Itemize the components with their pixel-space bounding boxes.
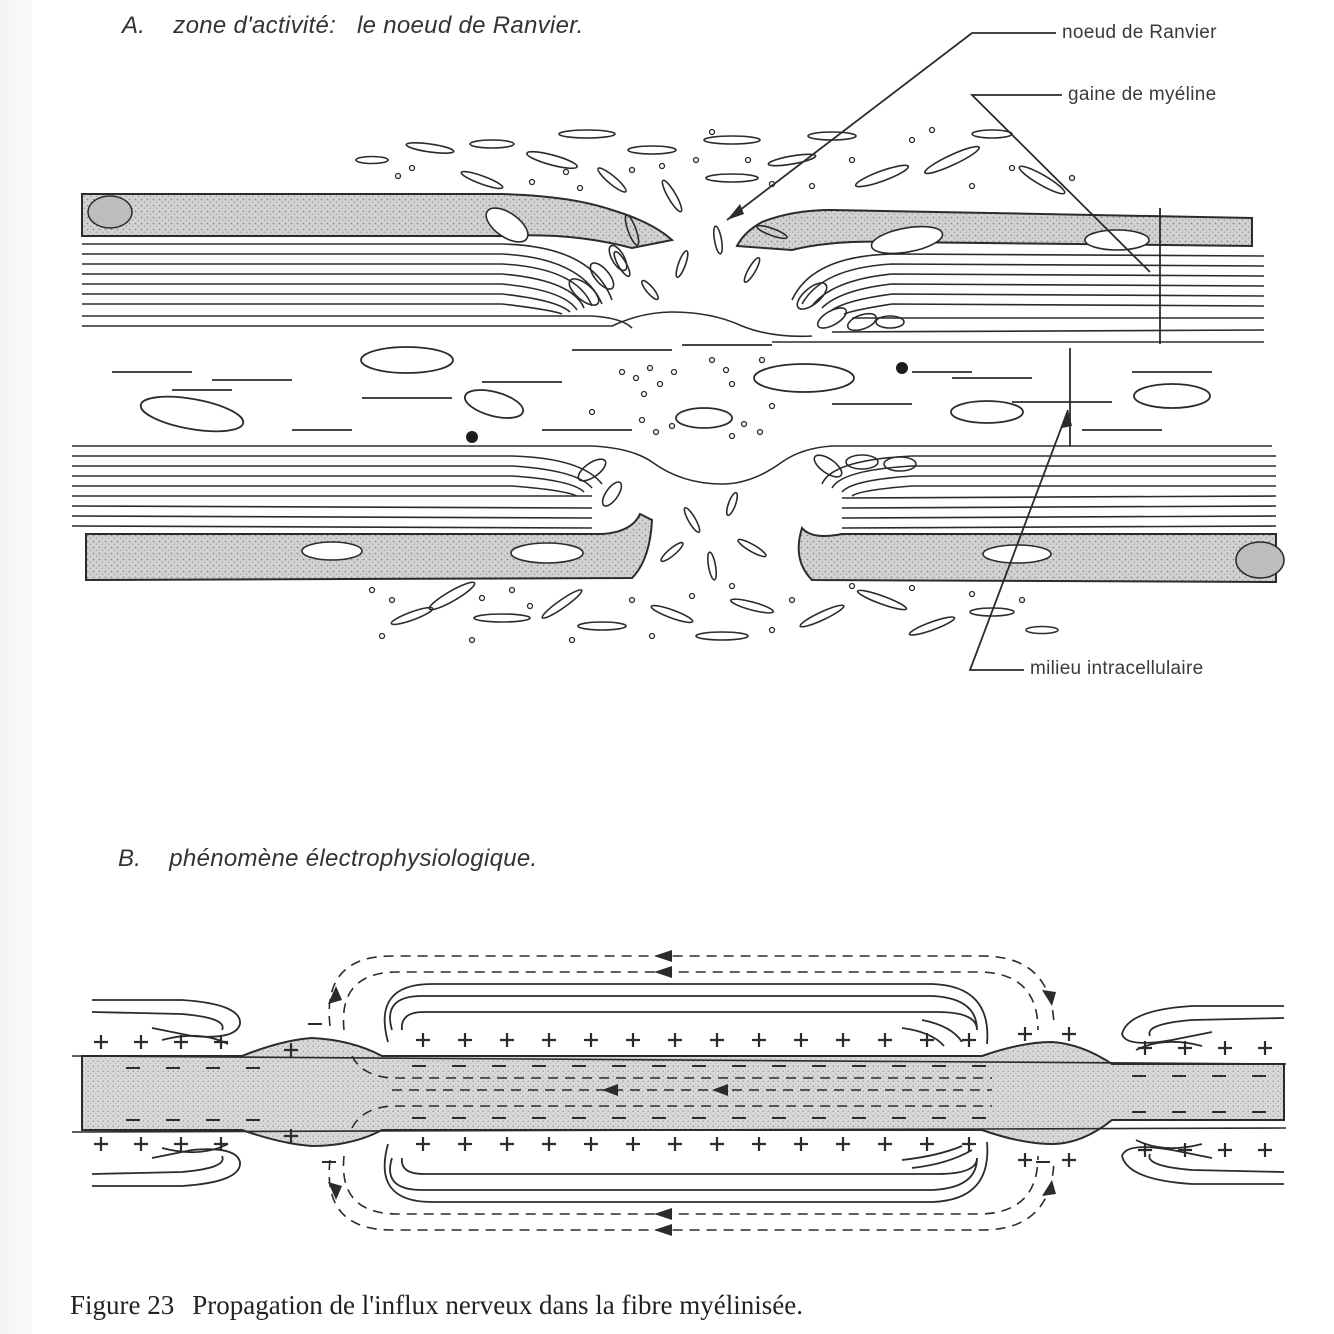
internode-myelin-top — [385, 984, 988, 1046]
internode-myelin-bottom — [385, 1142, 988, 1202]
figure-page: A.zone d'activité: le noeud de Ranvier. … — [32, 0, 1334, 1334]
page-edge-shadow — [0, 0, 32, 1334]
panel-b-illustration — [32, 0, 1334, 1334]
